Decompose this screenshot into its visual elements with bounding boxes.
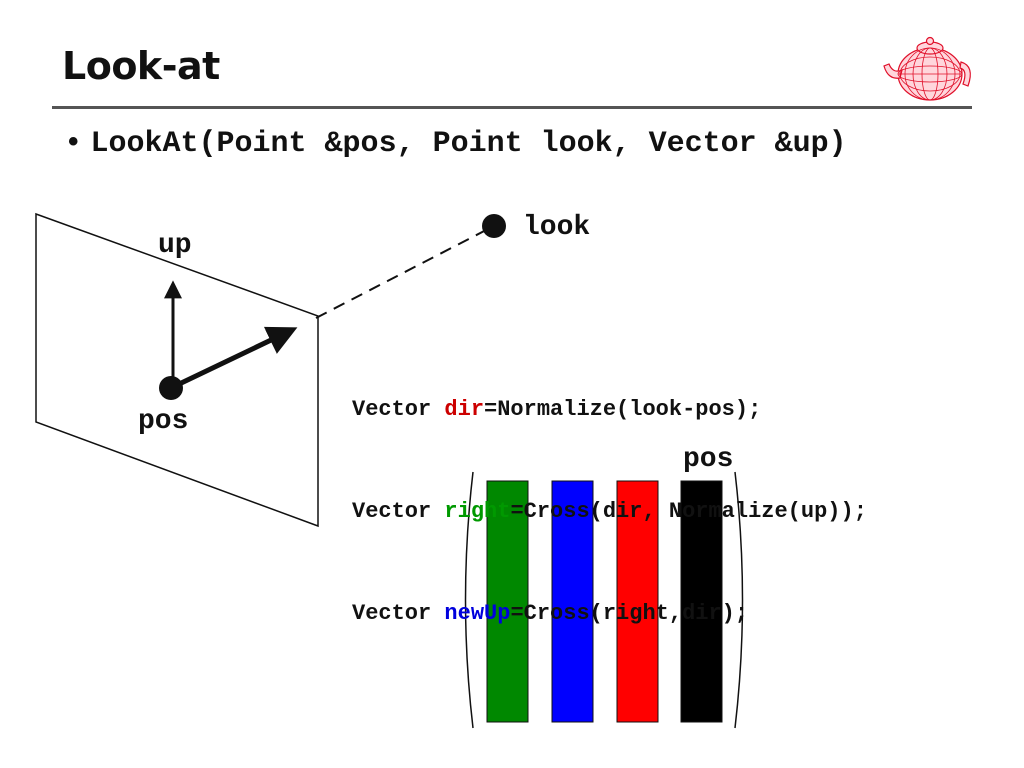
code-keyword: Vector bbox=[352, 499, 445, 524]
bullet-dot: • bbox=[68, 125, 79, 158]
matrix-left-paren bbox=[464, 471, 474, 729]
view-plane bbox=[35, 212, 319, 528]
matrix-column-pos bbox=[680, 480, 723, 723]
look-point bbox=[482, 214, 506, 238]
label-matrix-pos: pos bbox=[683, 444, 733, 475]
code-block: Vector dir=Normalize(look-pos); Vector r… bbox=[352, 325, 867, 665]
code-keyword: Vector bbox=[352, 601, 445, 626]
look-direction-dashed-line bbox=[315, 227, 491, 319]
lookat-signature-text: LookAt(Point &pos, Point look, Vector &u… bbox=[90, 127, 847, 161]
code-var-dir: dir bbox=[444, 397, 485, 422]
code-line-dir: Vector dir=Normalize(look-pos); bbox=[352, 393, 867, 427]
slide-title: Look-at bbox=[62, 44, 220, 88]
matrix-column-dir bbox=[616, 480, 659, 723]
label-pos: pos bbox=[138, 406, 188, 437]
lookat-signature: • LookAt(Point &pos, Point look, Vector &… bbox=[68, 125, 847, 161]
direction-arrow bbox=[173, 326, 298, 389]
code-expr: =Cross(right,dir); bbox=[510, 601, 749, 626]
code-line-newup: Vector newUp=Cross(right,dir); bbox=[352, 597, 867, 631]
label-look: look bbox=[523, 212, 590, 243]
code-keyword: Vector bbox=[352, 397, 445, 422]
label-up: up bbox=[158, 230, 192, 261]
code-var-newup: newUp bbox=[444, 601, 511, 626]
code-var-right: right bbox=[444, 499, 511, 524]
code-line-right: Vector right=Cross(dir, Normalize(up)); bbox=[352, 495, 867, 529]
title-divider bbox=[52, 106, 972, 109]
matrix-column-right bbox=[486, 480, 529, 723]
matrix-column-newup bbox=[551, 480, 594, 723]
pos-point bbox=[159, 376, 183, 400]
code-expr: =Cross(dir, Normalize(up)); bbox=[510, 499, 867, 524]
code-expr: =Normalize(look-pos); bbox=[484, 397, 762, 422]
matrix-right-paren bbox=[734, 471, 744, 729]
